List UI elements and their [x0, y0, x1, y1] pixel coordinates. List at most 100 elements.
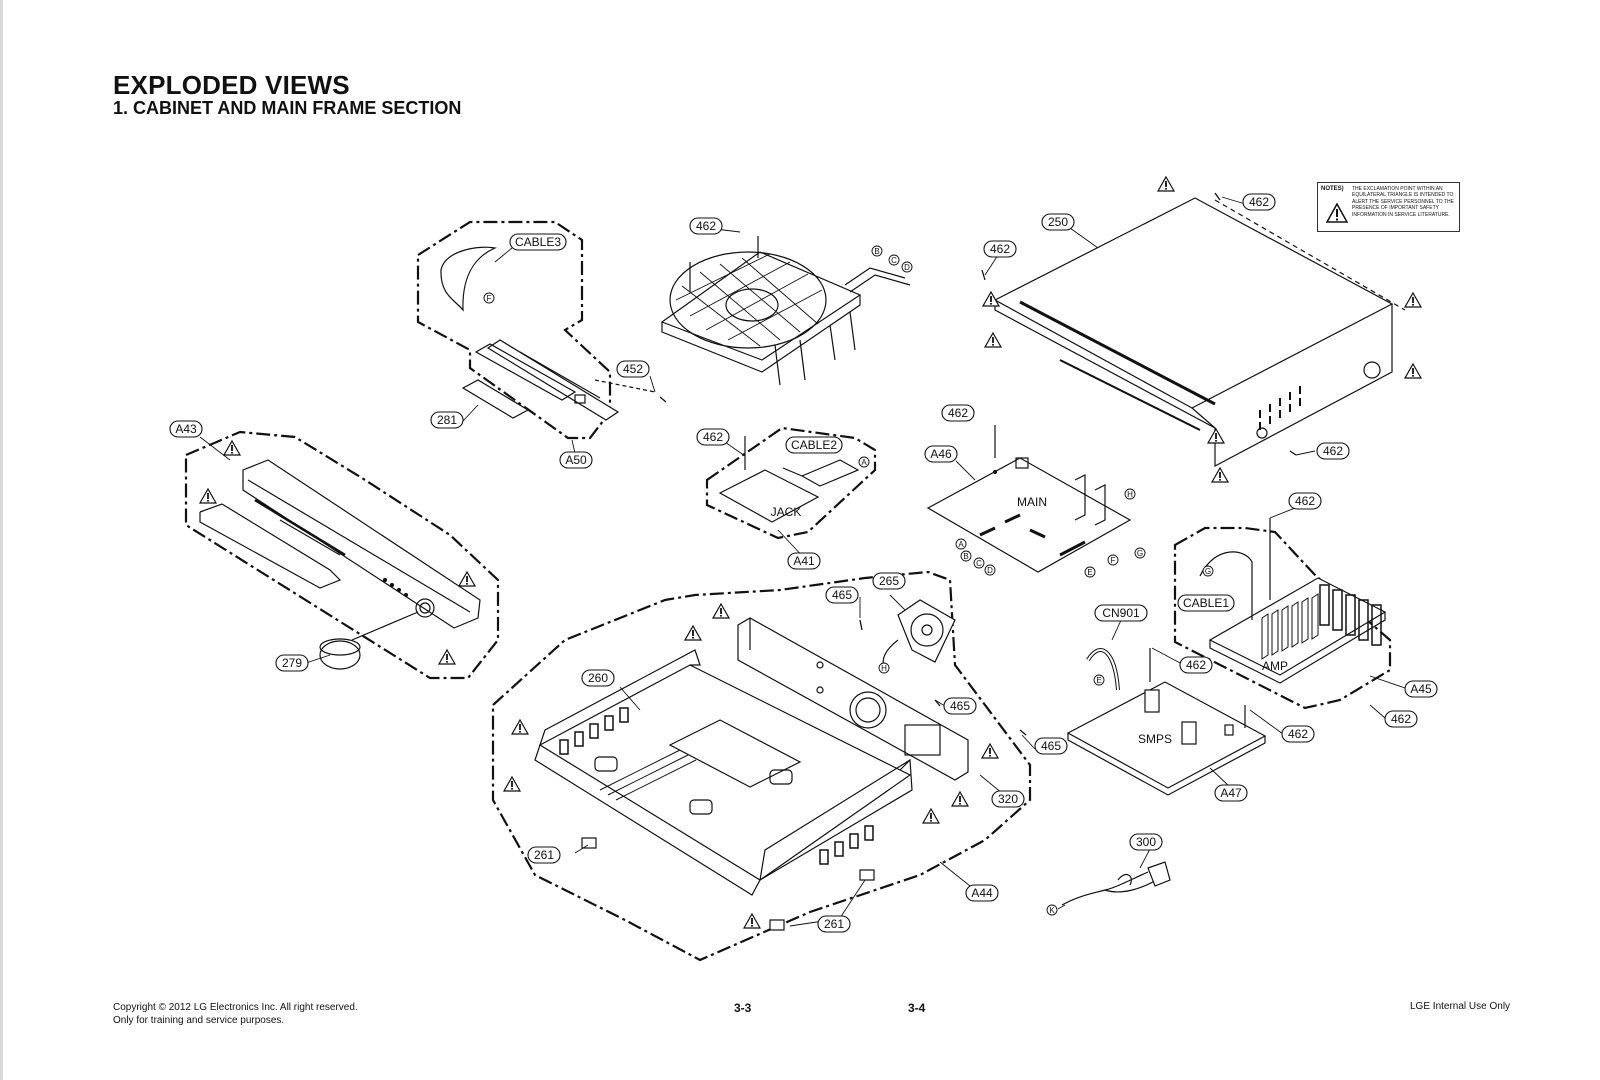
svg-text:250: 250 — [1048, 215, 1068, 229]
callout-462: 462 — [941, 404, 975, 422]
group-outline-a43 — [184, 430, 500, 680]
notes-label: NOTES) — [1321, 186, 1344, 192]
callout-a47: A47 — [1214, 784, 1248, 802]
svg-text:CABLE3: CABLE3 — [515, 235, 561, 249]
warning-triangle-icon — [981, 743, 999, 759]
callout-a44: A44 — [965, 884, 999, 902]
warning-triangle-icon — [503, 776, 521, 792]
callout-cable1: CABLE1 — [1177, 594, 1235, 612]
fan-265 — [882, 599, 956, 671]
callout-cable2: CABLE2 — [785, 436, 843, 454]
callout-465: 465 — [1034, 737, 1068, 755]
callout-462: 462 — [696, 428, 730, 446]
svg-text:CABLE1: CABLE1 — [1183, 596, 1229, 610]
warning-triangle-icon — [438, 649, 456, 665]
warning-triangle-icon — [712, 603, 730, 619]
svg-text:A47: A47 — [1220, 786, 1242, 800]
svg-text:CABLE2: CABLE2 — [791, 438, 837, 452]
smps-board-a47 — [1066, 648, 1267, 796]
callout-279: 279 — [275, 654, 309, 672]
group-outline-a45 — [1173, 526, 1392, 710]
connector-f: F — [483, 292, 495, 304]
callout-300: 300 — [1129, 833, 1163, 851]
svg-text:462: 462 — [1323, 444, 1343, 458]
warning-triangle-icon — [1404, 292, 1422, 308]
svg-text:462: 462 — [703, 430, 723, 444]
svg-text:F: F — [487, 294, 492, 303]
page-edge — [0, 0, 3, 1080]
footer-internal: LGE Internal Use Only — [1410, 1001, 1511, 1012]
svg-text:E: E — [1096, 676, 1101, 685]
svg-text:462: 462 — [990, 242, 1010, 256]
connector-g: G — [1202, 565, 1214, 577]
svg-text:261: 261 — [824, 917, 844, 931]
callout-462: 462 — [1384, 710, 1418, 728]
callout-265: 265 — [872, 572, 906, 590]
svg-text:A: A — [958, 540, 964, 549]
connector-a: A — [955, 538, 967, 550]
svg-text:CN901: CN901 — [1102, 606, 1140, 620]
callout-465: 465 — [825, 586, 859, 604]
warning-triangle-icon — [199, 488, 217, 504]
callout-452: 452 — [616, 360, 650, 378]
power-cord-300 — [1061, 861, 1171, 906]
callout-462: 462 — [1179, 656, 1213, 674]
callout-cable3: CABLE3 — [509, 233, 567, 251]
group-outline-a41 — [705, 426, 877, 540]
callout-462: 462 — [1288, 492, 1322, 510]
warning-triangle-icon — [684, 625, 702, 641]
board-label-jack: JACK — [771, 505, 802, 519]
svg-text:465: 465 — [1041, 739, 1061, 753]
board-label-smps: SMPS — [1138, 732, 1172, 746]
callout-a46: A46 — [924, 445, 958, 463]
svg-text:281: 281 — [437, 413, 457, 427]
callout-a43: A43 — [169, 420, 203, 438]
warning-triangle-icon — [511, 719, 529, 735]
callout-260: 260 — [581, 669, 615, 687]
svg-text:265: 265 — [879, 574, 899, 588]
page-title: EXPLODED VIEWS — [113, 70, 350, 100]
connector-b: B — [960, 550, 972, 562]
main-board-a46 — [926, 425, 1132, 573]
svg-text:A41: A41 — [793, 554, 815, 568]
top-cover-250 — [993, 197, 1406, 467]
svg-text:452: 452 — [623, 362, 643, 376]
page-number-right: 3-4 — [908, 1001, 926, 1015]
svg-text:B: B — [963, 552, 968, 561]
svg-text:300: 300 — [1136, 835, 1156, 849]
svg-text:F: F — [1111, 556, 1116, 565]
callout-465: 465 — [943, 697, 977, 715]
svg-text:462: 462 — [1295, 494, 1315, 508]
callout-a50: A50 — [559, 451, 593, 469]
svg-text:H: H — [881, 664, 887, 673]
warning-triangle-icon — [1326, 203, 1348, 223]
svg-text:465: 465 — [832, 588, 852, 602]
svg-text:A44: A44 — [971, 886, 993, 900]
front-display-board-a50 — [440, 246, 656, 421]
svg-text:320: 320 — [998, 792, 1018, 806]
svg-text:A46: A46 — [930, 447, 952, 461]
notes-text: THE EXCLAMATION POINT WITHIN AN EQUILATE… — [1352, 186, 1454, 218]
callout-a41: A41 — [787, 552, 821, 570]
svg-text:465: 465 — [950, 699, 970, 713]
svg-text:C: C — [976, 559, 982, 568]
callout-462: 462 — [1242, 193, 1276, 211]
connector-d: D — [984, 564, 996, 576]
svg-text:D: D — [987, 566, 993, 575]
callout-462: 462 — [1281, 725, 1315, 743]
warning-triangle-icon — [458, 571, 476, 587]
disc-loader — [660, 236, 911, 386]
warning-triangle-icon — [922, 808, 940, 824]
svg-text:261: 261 — [534, 848, 554, 862]
warning-triangle-icon — [223, 440, 241, 456]
svg-text:A45: A45 — [1410, 682, 1432, 696]
group-outline-a50 — [416, 220, 612, 440]
callout-320: 320 — [991, 790, 1025, 808]
svg-text:462: 462 — [1288, 727, 1308, 741]
callout-a45: A45 — [1404, 680, 1438, 698]
callout-250: 250 — [1041, 213, 1075, 231]
svg-text:G: G — [1205, 567, 1211, 576]
connector-d: D — [901, 261, 913, 273]
connector-c: C — [888, 254, 900, 266]
